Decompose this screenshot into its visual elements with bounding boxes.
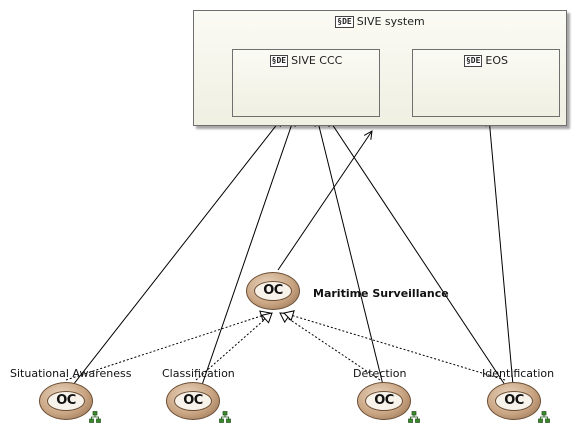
generalization-classification[interactable]	[195, 312, 273, 381]
capability-label: Identification	[482, 367, 555, 380]
eos-label: EOS	[485, 54, 509, 67]
link-identification-to-sive-ccc[interactable]	[328, 118, 506, 386]
hierarchy-icon	[89, 411, 101, 423]
hierarchy-icon	[219, 411, 231, 423]
operational-capability-icon: OC	[246, 272, 300, 310]
operational-capability-icon: OC	[39, 382, 93, 420]
link-detection-to-sive-ccc[interactable]	[317, 118, 384, 386]
capability-label: Maritime Surveillance	[313, 287, 449, 300]
block-stereotype-icon: §DE	[269, 55, 289, 67]
generalization-identification[interactable]	[283, 310, 506, 381]
sive-system-label: SIVE system	[356, 15, 425, 28]
capability-label: Classification	[162, 367, 235, 380]
hierarchy-icon	[538, 411, 550, 423]
capability-label: Situational Awareness	[10, 367, 132, 380]
operational-capability-icon: OC	[357, 382, 411, 420]
sive-ccc-label: SIVE CCC	[291, 54, 343, 67]
generalization-detection[interactable]	[279, 312, 381, 381]
operational-capability-icon: OC	[487, 382, 541, 420]
link-maritime-surveillance-to-eos[interactable]	[277, 131, 372, 271]
link-classification-to-sive-ccc[interactable]	[201, 118, 294, 386]
operational-capability-icon: OC	[166, 382, 220, 420]
block-stereotype-icon: §DE	[463, 55, 483, 67]
link-situational-awareness-to-sive-ccc[interactable]	[72, 118, 282, 386]
block-stereotype-icon: §DE	[335, 16, 354, 28]
link-identification-to-eos[interactable]	[489, 118, 514, 386]
capability-label: Detection	[353, 367, 407, 380]
hierarchy-icon	[408, 411, 420, 423]
